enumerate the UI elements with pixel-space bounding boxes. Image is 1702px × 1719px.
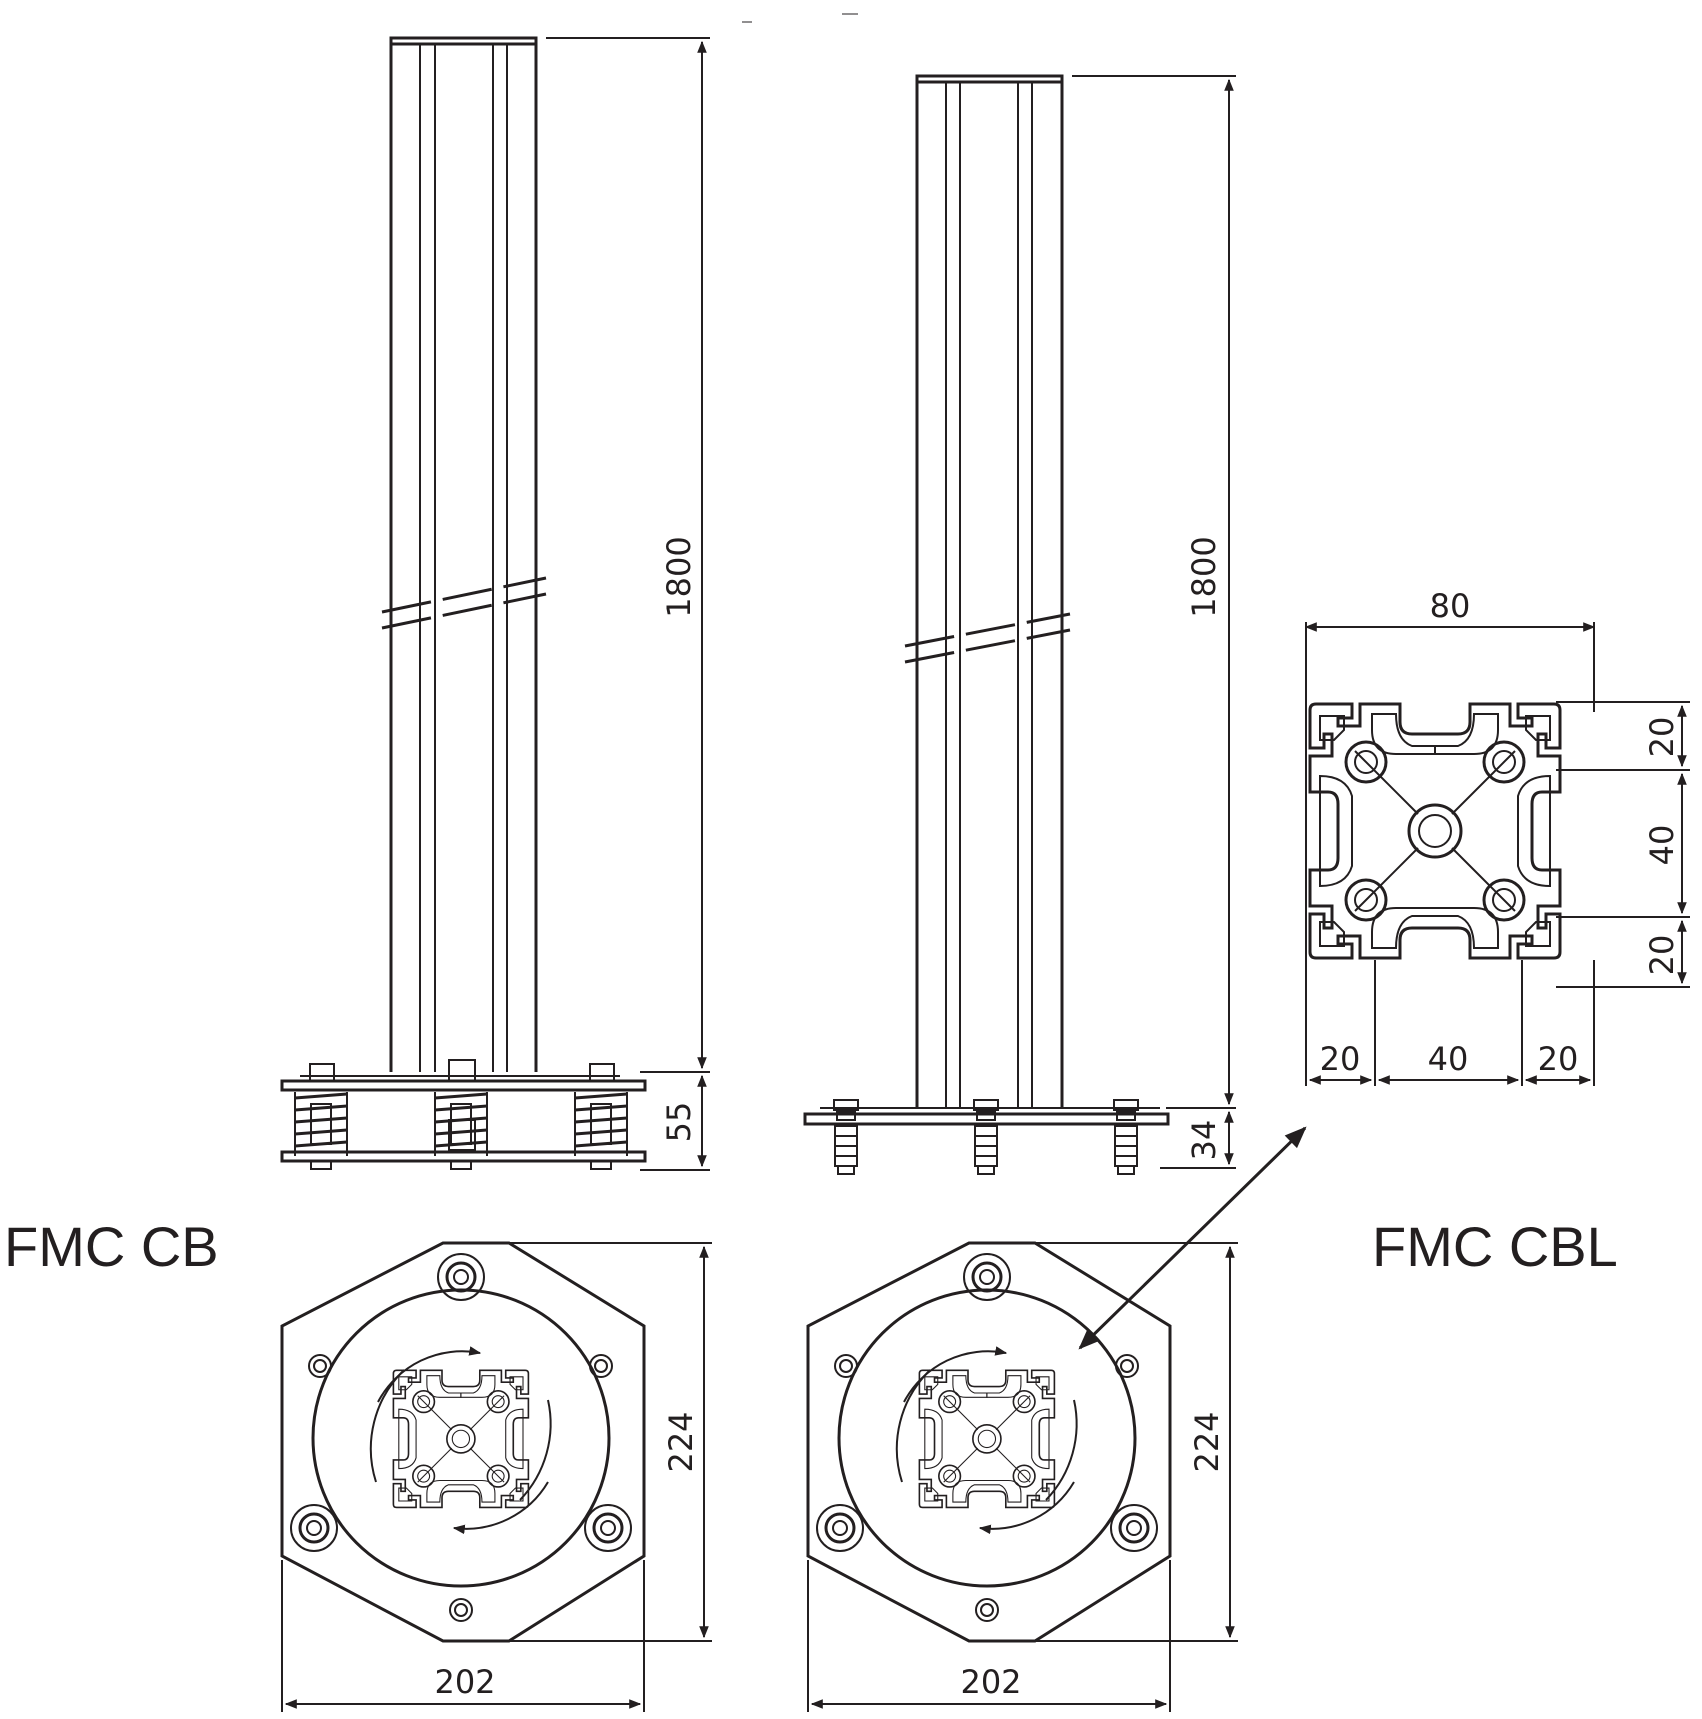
cb-plan-view: 224 202 <box>280 1241 712 1712</box>
model-label-cb: FMC CB <box>4 1215 219 1278</box>
cbl-dimension-height: 1800 34 <box>1072 75 1236 1169</box>
cb-side-view: 1800 55 <box>280 36 710 1171</box>
profile-right-mid-label: 40 <box>1643 825 1681 866</box>
cbl-height-label: 1800 <box>1185 536 1223 617</box>
cbl-plan-view: 224 202 <box>806 1241 1238 1712</box>
profile-bottom-mid-label: 40 <box>1428 1040 1469 1078</box>
profile-width-label: 80 <box>1430 587 1471 625</box>
cb-plate-height-label: 224 <box>662 1411 700 1472</box>
cbl-base-height-label: 34 <box>1185 1120 1223 1161</box>
profile-detail: 80 20 40 20 20 40 20 <box>1304 587 1690 1086</box>
profile-bottom-right-label: 20 <box>1538 1040 1579 1078</box>
profile-dimensions: 80 20 40 20 20 40 20 <box>1304 587 1690 1086</box>
cbl-foot-plate <box>803 1099 1170 1175</box>
model-label-cbl: FMC CBL <box>1372 1215 1618 1278</box>
profile-right-top-label: 20 <box>1643 717 1681 758</box>
cb-base-height-label: 55 <box>660 1102 698 1143</box>
detail-pointer-arrow <box>1078 1126 1307 1350</box>
cb-column <box>389 36 538 1072</box>
cb-spring-base <box>280 1059 647 1170</box>
scan-marks <box>742 13 858 23</box>
cb-height-label: 1800 <box>660 536 698 617</box>
cbl-plate-height-label: 224 <box>1188 1411 1226 1472</box>
cbl-plan-dimensions: 224 202 <box>807 1242 1238 1712</box>
cbl-break-mark <box>904 612 1071 664</box>
cbl-plate-width-label: 202 <box>960 1663 1021 1701</box>
cb-plate-width-label: 202 <box>434 1663 495 1701</box>
cb-break-mark <box>381 576 547 630</box>
cb-dimension-height: 1800 55 <box>546 37 710 1171</box>
cbl-side-view: 1800 34 <box>803 74 1236 1175</box>
cbl-column <box>915 74 1064 1108</box>
profile-bottom-left-label: 20 <box>1320 1040 1361 1078</box>
profile-right-bottom-label: 20 <box>1643 935 1681 976</box>
cb-plan-dimensions: 224 202 <box>281 1242 712 1712</box>
